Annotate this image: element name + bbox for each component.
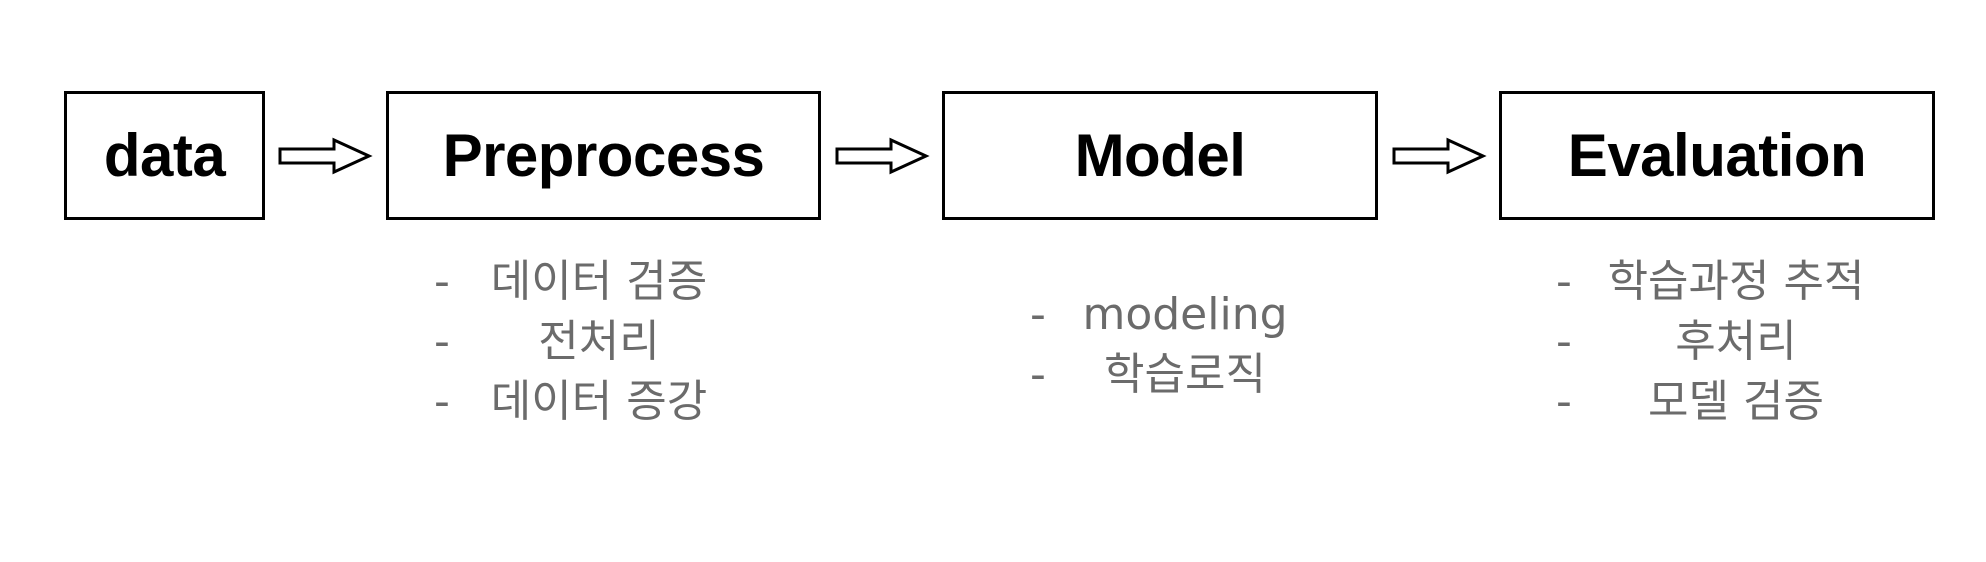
hollow-right-arrow-icon xyxy=(835,137,930,175)
list-item: - 학습로직 xyxy=(1030,345,1300,405)
list-item: - modeling xyxy=(1030,285,1300,345)
preprocess-task-list: - 데이터 검증 - 전처리 - 데이터 증강 xyxy=(434,252,724,432)
task-text: 데이터 증강 xyxy=(490,376,708,427)
bullet-dash: - xyxy=(434,256,450,307)
task-text: 학습로직 xyxy=(1104,349,1266,400)
stage-label-evaluation: Evaluation xyxy=(1567,122,1867,189)
stage-label-model: Model xyxy=(1074,122,1246,189)
task-text: 학습과정 추적 xyxy=(1607,256,1865,307)
task-text: 후처리 xyxy=(1675,316,1797,367)
bullet-dash: - xyxy=(1556,316,1572,367)
stage-box-preprocess: Preprocess xyxy=(386,91,821,220)
task-text: 데이터 검증 xyxy=(490,256,708,307)
list-item: - 모델 검증 xyxy=(1556,372,1876,432)
bullet-dash: - xyxy=(1556,376,1572,427)
task-text: 전처리 xyxy=(538,316,660,367)
list-item: - 데이터 검증 xyxy=(434,252,724,312)
list-item: - 학습과정 추적 xyxy=(1556,252,1876,312)
stage-label-preprocess: Preprocess xyxy=(442,122,765,189)
bullet-dash: - xyxy=(1030,289,1046,340)
hollow-right-arrow-icon xyxy=(1392,137,1487,175)
list-item: - 데이터 증강 xyxy=(434,372,724,432)
task-text: 모델 검증 xyxy=(1648,376,1824,427)
stage-label-data: data xyxy=(103,122,226,189)
bullet-dash: - xyxy=(434,376,450,427)
evaluation-task-list: - 학습과정 추적 - 후처리 - 모델 검증 xyxy=(1556,252,1876,432)
bullet-dash: - xyxy=(1030,349,1046,400)
stage-box-data: data xyxy=(64,91,265,220)
bullet-dash: - xyxy=(434,316,450,367)
list-item: - 전처리 xyxy=(434,312,724,372)
task-text: modeling xyxy=(1082,289,1288,340)
model-task-list: - modeling - 학습로직 xyxy=(1030,285,1300,405)
list-item: - 후처리 xyxy=(1556,312,1876,372)
stage-box-model: Model xyxy=(942,91,1378,220)
hollow-right-arrow-icon xyxy=(278,137,373,175)
stage-box-evaluation: Evaluation xyxy=(1499,91,1935,220)
bullet-dash: - xyxy=(1556,256,1572,307)
